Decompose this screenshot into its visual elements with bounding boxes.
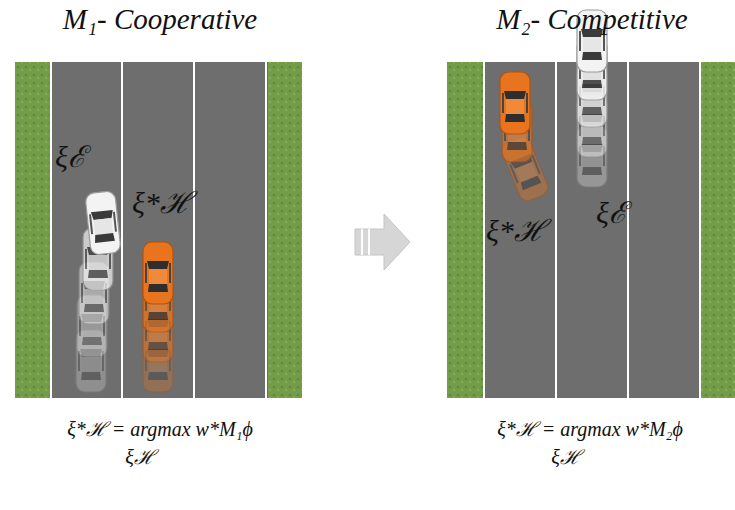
formula-subscript: ξℋ: [125, 446, 155, 468]
panel-title: M₂- Competitive: [496, 4, 687, 36]
trajectory-label: ξ*ℋ: [486, 214, 546, 247]
objective-formula: ξ*ℋ = argmax w*M₁ϕ: [67, 418, 253, 440]
objective-formula: ξ*ℋ = argmax w*M₂ϕ: [497, 418, 683, 440]
formula-subscript: ξℋ: [551, 446, 581, 468]
trajectory-label: ξ*ℋ: [132, 186, 192, 219]
trajectory-label: ξℰ: [55, 140, 86, 173]
panel-title: M₁- Cooperative: [63, 4, 258, 36]
trajectory-label: ξℰ: [596, 196, 627, 229]
